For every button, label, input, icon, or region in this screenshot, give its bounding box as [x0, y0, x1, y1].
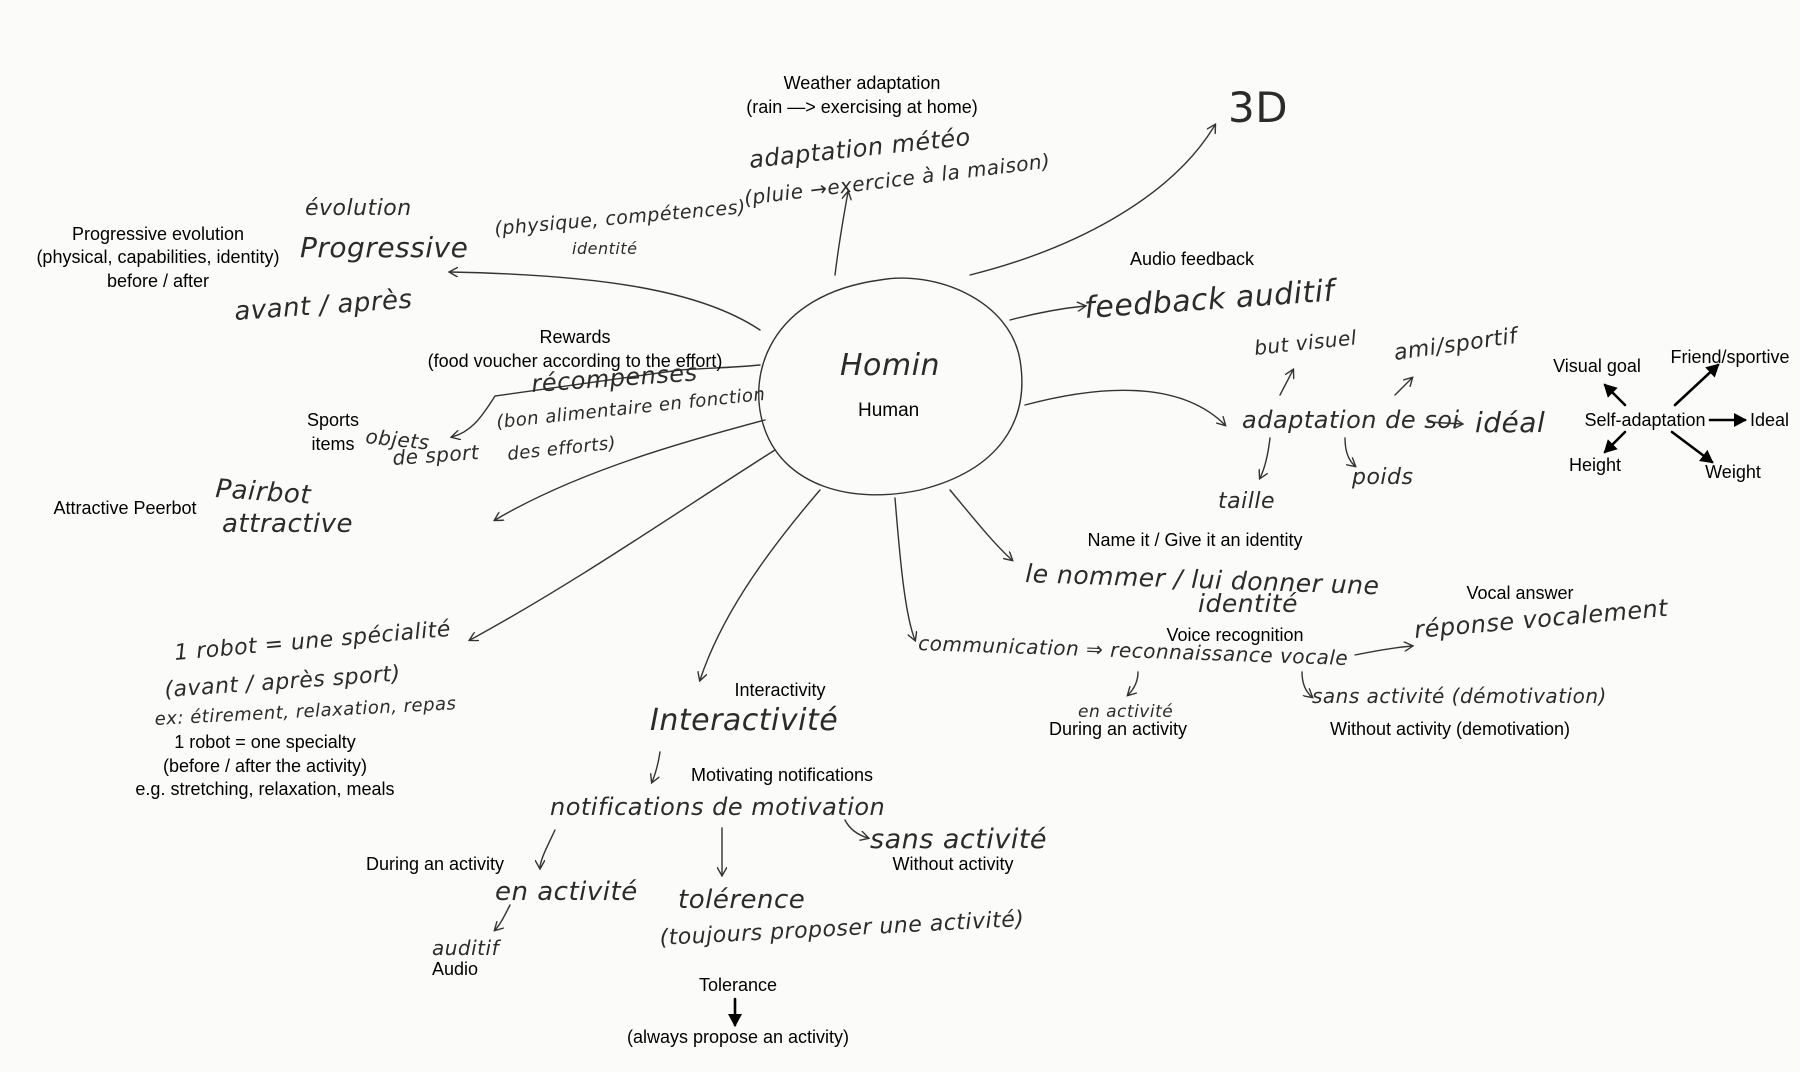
branch-progressive — [450, 272, 761, 331]
comm-hw-in-activity: en activité — [1078, 702, 1173, 722]
comm-tr-vocal: Vocal answer — [1466, 583, 1573, 603]
progressive-translation-2: (physical, capabilities, identity) — [36, 247, 279, 267]
self-adapt-hw-arrow-height — [1260, 437, 1271, 478]
self-adapt-hw-ideal: idéal — [1475, 406, 1545, 439]
sports-items-translation-2: items — [311, 434, 354, 454]
branch-weather — [834, 192, 848, 276]
audio-hw: auditif — [432, 936, 502, 960]
comm-arrow-in-activity — [1128, 671, 1139, 695]
comm-tr-voice: Voice recognition — [1166, 625, 1303, 645]
branch-peerbot — [495, 419, 766, 520]
notif-hw-in-activity: en activité — [495, 877, 638, 907]
center-translation: Human — [858, 400, 919, 421]
peerbot-translation: Attractive Peerbot — [53, 498, 196, 518]
branch-self-adaptation — [1024, 389, 1225, 425]
in-activity-arrow-audio — [495, 904, 511, 930]
peerbot-hw-1: Pairbot — [215, 474, 313, 511]
self-adapt-hw-center: adaptation de soi — [1242, 406, 1460, 434]
rewards-hw-3: des efforts) — [506, 433, 617, 465]
name-it-translation: Name it / Give it an identity — [1087, 530, 1302, 550]
comm-tr-in-activity: During an activity — [1049, 719, 1187, 739]
notif-arrow-no-activity — [844, 819, 868, 838]
self-adapt-tr-height: Height — [1569, 455, 1621, 475]
self-adapt-tr-weight: Weight — [1705, 462, 1761, 482]
self-adapt-hw-arrow-friend — [1394, 378, 1412, 396]
notif-hw-no-activity: sans activité — [870, 824, 1047, 855]
notif-tr-no-activity: Without activity — [892, 854, 1013, 874]
comm-arrow-vocal — [1354, 646, 1412, 656]
specialty-translation-1: 1 robot = one specialty — [174, 732, 356, 752]
audio-feedback-translation: Audio feedback — [1130, 249, 1255, 269]
self-adapt-hw-friend: ami/sportif — [1392, 323, 1521, 365]
branch-communication — [894, 497, 915, 640]
weather-translation-line1: Weather adaptation — [784, 73, 941, 93]
branch-audio — [1009, 306, 1085, 321]
self-adapt-hw-arrow-goal — [1279, 370, 1293, 396]
branch-interactivity — [700, 489, 821, 680]
self-adapt-tr-arrow-friend — [1673, 363, 1720, 407]
peerbot-hw-2: attractive — [222, 509, 353, 539]
self-adapt-tr-arrow-weight — [1670, 430, 1714, 464]
sports-items-translation-1: Sports — [307, 410, 359, 430]
notif-arrow-in-activity — [540, 829, 556, 868]
audio-translation: Audio — [432, 959, 478, 979]
interactivity-translation: Interactivity — [734, 680, 825, 700]
tolerance-hw-1: tolérence — [678, 885, 805, 915]
progressive-translation-1: Progressive evolution — [72, 224, 244, 244]
tolerance-translation: Tolerance — [699, 975, 777, 995]
comm-hw-no-activity: sans activité (démotivation) — [1312, 684, 1607, 708]
branch-3d — [969, 125, 1215, 276]
notifications-hw: notifications de motivation — [550, 793, 885, 821]
comm-arrow-no-activity — [1301, 671, 1312, 697]
specialty-hw-2: (avant / après sport) — [164, 662, 402, 703]
center-circle — [758, 277, 1023, 496]
rewards-translation-2: (food voucher according to the effort) — [428, 351, 723, 371]
sports-items-hw-2: de sport — [392, 440, 481, 470]
self-adapt-tr-ideal: Ideal — [1750, 410, 1789, 430]
branch-name-it — [949, 489, 1012, 560]
self-adapt-hw-weight: poids — [1351, 465, 1413, 490]
specialty-translation-2: (before / after the activity) — [163, 756, 367, 776]
notifications-translation: Motivating notifications — [691, 765, 873, 785]
progressive-hw-3: (physique, compétences) — [494, 196, 747, 240]
specialty-hw-1: 1 robot = une spécialité — [173, 617, 452, 666]
notif-tr-in-activity: During an activity — [366, 854, 504, 874]
self-adapt-hw-arrow-weight — [1344, 437, 1355, 466]
branch-rewards — [452, 364, 761, 437]
self-adapt-hw-arrow-ideal — [1427, 422, 1462, 424]
weather-translation-line2: (rain —> exercising at home) — [746, 97, 978, 117]
specialty-translation-3: e.g. stretching, relaxation, meals — [135, 779, 394, 799]
self-adapt-tr-arrow-goal — [1603, 383, 1627, 407]
interactivity-hw: Interactivité — [650, 703, 838, 738]
rewards-translation-1: Rewards — [539, 327, 610, 347]
interactivity-arrow-notif — [652, 751, 661, 782]
self-adapt-tr-goal: Visual goal — [1553, 356, 1641, 376]
three-d-handwritten: 3D — [1228, 83, 1288, 132]
self-adapt-hw-goal: but visuel — [1253, 325, 1358, 360]
progressive-hw-2: Progressive — [300, 231, 468, 264]
progressive-translation-3: before / after — [107, 271, 209, 291]
progressive-hw-1: évolution — [305, 196, 412, 221]
progressive-hw-5: avant / après — [233, 285, 413, 327]
self-adapt-hw-height: taille — [1218, 489, 1275, 514]
comm-tr-no-activity: Without activity (demotivation) — [1330, 719, 1570, 739]
self-adapt-tr-arrow-height — [1603, 430, 1627, 454]
branch-specialty — [470, 449, 776, 640]
self-adapt-tr-center: Self-adaptation — [1584, 410, 1705, 430]
audio-feedback-handwritten: feedback auditif — [1083, 273, 1340, 326]
progressive-hw-4: identité — [572, 239, 637, 258]
center-handwritten: Homin — [840, 348, 940, 383]
self-adapt-tr-friend: Friend/sportive — [1670, 347, 1789, 367]
tolerance-detail-translation: (always propose an activity) — [627, 1027, 849, 1047]
name-it-hw-2: identité — [1198, 589, 1298, 618]
